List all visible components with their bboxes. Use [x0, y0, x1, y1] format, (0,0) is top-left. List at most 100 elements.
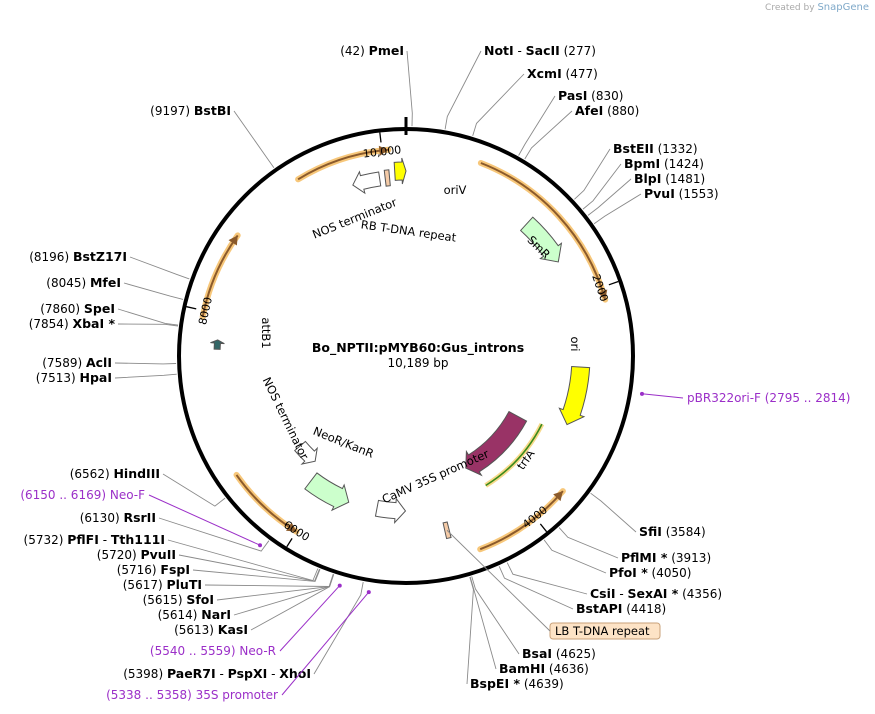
primer-range: (5540 .. 5559) [150, 644, 240, 658]
primer-labels: pBR322ori-F (2795 .. 2814) (6150 .. 6169)… [20, 391, 850, 702]
enzyme-label-5: BstEII (1332) [613, 141, 698, 156]
outer-arc-head-2 [286, 522, 297, 532]
enzyme-label-21: (5617) PluTI [123, 577, 202, 592]
enzyme-name: BstBI [194, 103, 231, 118]
enzyme-name: NotI [484, 43, 514, 58]
enzyme-label-30: (7860) SpeI [40, 301, 115, 316]
enzyme-name: AfeI [575, 103, 603, 118]
enzyme-label-16: BspEI * (4639) [470, 676, 564, 691]
enzyme-name: BstAPI [576, 601, 622, 616]
enzyme-label-20: (5615) SfoI [143, 592, 214, 607]
enzyme-name: BpmI [624, 156, 660, 171]
enzyme-name: PflMI * [621, 550, 668, 565]
feature-attb1-shape [210, 339, 225, 350]
enzyme-leader-line [204, 574, 334, 587]
primer-label-1: (6150 .. 6169) Neo-F [20, 488, 145, 502]
enzyme-sep: - [267, 667, 279, 681]
snapgene-brand: SnapGene [817, 2, 869, 13]
enzyme-leader-line [114, 362, 177, 365]
enzyme-position: (5720) [97, 548, 141, 562]
primer-range: (6150 .. 6169) [20, 488, 110, 502]
enzyme-position: (3913) [667, 551, 711, 565]
feature-ori-shape [558, 365, 591, 426]
tick-3 [186, 306, 197, 310]
enzyme-label-4: AfeI (880) [575, 103, 639, 118]
enzyme-position: (4418) [622, 602, 666, 616]
enzyme-leader-line [114, 373, 177, 379]
enzyme-label-2: XcmI (477) [527, 66, 598, 81]
enzyme-position: (7589) [42, 356, 86, 370]
primer-leader-2 [279, 585, 341, 652]
primer-range: (5338 .. 5358) [106, 688, 196, 702]
feature-neor-shape [304, 472, 350, 512]
enzyme-position: (8045) [46, 276, 90, 290]
outer-arc-head-4 [378, 145, 389, 156]
inner-arc-0 [485, 423, 543, 487]
enzyme-leader-lines [114, 50, 642, 685]
enzyme-name: NarI [201, 607, 231, 622]
enzyme-leader-line [469, 576, 497, 670]
feature-orit-label: oriV [444, 183, 467, 197]
enzyme-label-12: CsiI - SexAI * (4356) [590, 586, 722, 601]
enzyme-position: (880) [603, 104, 639, 118]
enzyme-name: CsiI [590, 586, 616, 601]
enzyme-name: PflFI [67, 532, 99, 547]
enzyme-leader-line [524, 110, 573, 160]
feature-nos1-label: NOS terminator [260, 375, 312, 462]
tick-1 [539, 523, 548, 533]
watermark-prefix: Created by [765, 3, 815, 13]
tick-label-3: 8000 [196, 296, 215, 326]
enzyme-label-22: (5716) FspI [117, 562, 190, 577]
enzyme-label-26: (6562) HindIII [70, 466, 160, 481]
enzyme-leader-line [590, 492, 637, 533]
enzyme-name: PmeI [369, 43, 404, 58]
enzyme-leader-line [250, 574, 335, 631]
enzyme-leader-line [471, 576, 520, 655]
enzyme-leader-line [178, 554, 320, 582]
enzyme-name: SexAI * [628, 586, 679, 601]
enzyme-label-7: BlpI (1481) [634, 171, 705, 186]
enzyme-position: (5615) [143, 593, 187, 607]
enzyme-label-9: SfiI (3584) [639, 524, 706, 539]
enzyme-position: (5617) [123, 578, 167, 592]
lb-callout: LB T-DNA repeat [446, 529, 661, 640]
plasmid-center: Bo_NPTII:pMYB60:Gus_introns 10,189 bp [312, 340, 524, 370]
enzyme-position: (4636) [545, 662, 589, 676]
feature-neor-label: NeoR/KanR [311, 424, 376, 461]
enzyme-label-17: (5398) PaeR7I - PspXI - XhoI [123, 666, 311, 681]
enzyme-name: PasI [558, 88, 587, 103]
enzyme-leader-line [582, 163, 622, 210]
enzyme-name: RsrII [123, 510, 156, 525]
enzyme-position: (6562) [70, 467, 114, 481]
feature-attb1-label: attB1 [259, 317, 273, 348]
enzyme-name: XcmI [527, 66, 562, 81]
enzyme-leader-line [472, 73, 525, 137]
enzyme-name: PvuI [644, 186, 675, 201]
enzyme-label-29: (7854) XbaI * [29, 316, 116, 331]
enzyme-name: BsaI [522, 646, 552, 661]
enzyme-position: (5716) [117, 563, 161, 577]
enzyme-leader-line [593, 193, 642, 225]
primer-site-1 [258, 543, 263, 548]
enzyme-label-31: (8045) MfeI [46, 275, 121, 290]
enzyme-label-33: (9197) BstBI [150, 103, 231, 118]
enzyme-leader-line [123, 282, 184, 300]
enzyme-label-11: PfoI * (4050) [609, 565, 691, 580]
enzyme-leader-line [543, 539, 607, 574]
primer-name: Neo-R [239, 644, 276, 658]
enzyme-name: SfiI [639, 524, 662, 539]
lb-callout-leader [446, 529, 551, 632]
enzyme-name: PfoI * [609, 565, 648, 580]
tick-label-2: 6000 [281, 518, 312, 544]
primer-label-2: (5540 .. 5559) Neo-R [150, 644, 276, 658]
primer-leader-0 [641, 393, 684, 399]
enzyme-label-25: (6130) RsrII [80, 510, 156, 525]
feature-nos1-shape [294, 440, 318, 465]
enzyme-label-13: BstAPI (4418) [576, 601, 666, 616]
primer-label-0: pBR322ori-F (2795 .. 2814) [687, 391, 850, 405]
feature-orit-shape [393, 157, 407, 185]
enzyme-leader-line [574, 148, 611, 200]
enzyme-position: (1481) [661, 172, 705, 186]
